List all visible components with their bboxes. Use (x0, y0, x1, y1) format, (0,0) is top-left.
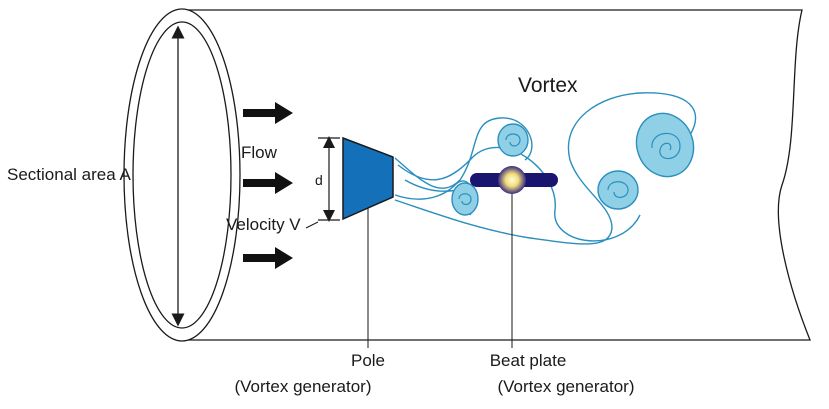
flow-label: Flow (241, 143, 278, 162)
pole-generator (342, 136, 394, 221)
flow-arrow-bottom (243, 247, 293, 269)
pipe-opening-inner (132, 21, 232, 329)
vortex-eddy-4 (635, 112, 695, 178)
vortex-eddy-2 (451, 182, 479, 216)
vortex-eddies (451, 112, 695, 216)
flow-arrow-top (243, 102, 293, 124)
flow-arrow-middle (243, 172, 293, 194)
pole-label: Pole (351, 351, 385, 370)
diameter-dimension (305, 136, 340, 229)
flow-arrows (243, 102, 293, 269)
beat-plate-label: Beat plate (490, 351, 567, 370)
velocity-label: Velocity V (226, 215, 301, 234)
vortex-label: Vortex (518, 74, 578, 97)
diameter-label: d (315, 172, 323, 188)
pipe (123, 8, 811, 342)
vortex-eddy-3 (597, 170, 639, 210)
beat-plate (470, 166, 558, 348)
sectional-area-label: Sectional area A (7, 165, 131, 184)
vortex-eddy-1 (497, 123, 529, 157)
beat-plate-sublabel: (Vortex generator) (497, 377, 634, 396)
pipe-outline (182, 9, 811, 341)
pole-sublabel: (Vortex generator) (234, 377, 371, 396)
